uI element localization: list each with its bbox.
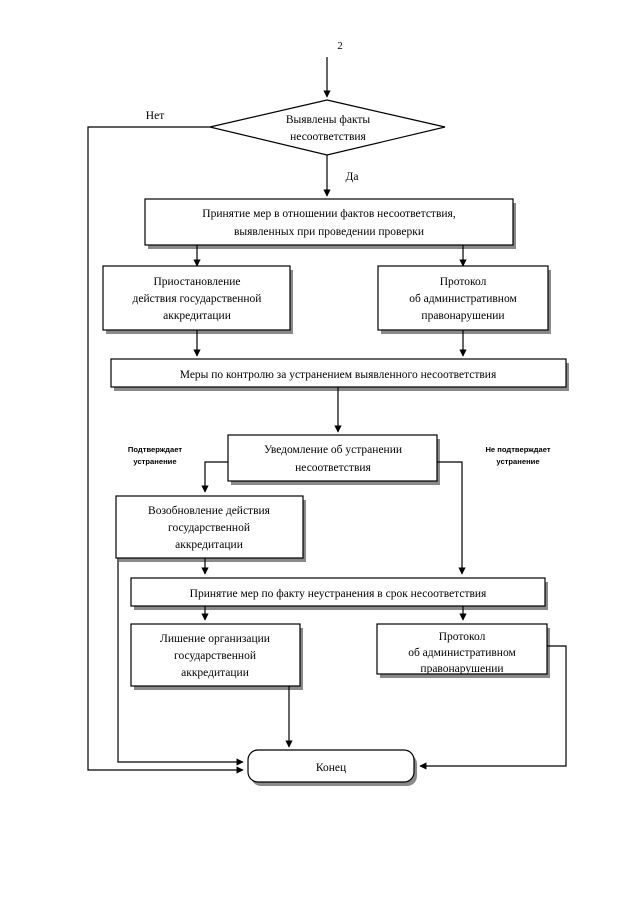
notification-line1: Уведомление об устранении: [264, 444, 402, 456]
protocol-bottom-line3: правонарушении: [420, 663, 503, 675]
control-measures-shape[interactable]: [110, 358, 567, 388]
protocol-bottom-line2: об административном: [408, 647, 516, 659]
protocol-bottom-shape[interactable]: [376, 623, 548, 675]
suspension-accreditation-line3: аккредитации: [163, 310, 231, 322]
side-label-notconfirms-line1: Не подтверждает: [485, 445, 550, 454]
protocol-top-line2: об административном: [409, 293, 517, 305]
protocol-bottom-line1: Протокол: [439, 631, 486, 643]
resumption-line2: государственной: [168, 522, 250, 534]
edge-label-no: Нет: [146, 110, 164, 122]
nonelimination-shape[interactable]: [130, 577, 546, 607]
resumption-shape[interactable]: [115, 495, 304, 559]
suspension-accreditation-line2: действия государственной: [133, 293, 262, 305]
measures-taken-line2: выявленных при проведении проверки: [234, 226, 424, 238]
side-label-confirms-line1: Подтверждает: [128, 445, 182, 454]
protocol-top-line3: правонарушении: [421, 310, 504, 322]
side-label-confirms-line2: устранение: [133, 457, 176, 466]
notification-line2: несоответствия: [295, 462, 371, 474]
connector-notification-to-nonelimination: [437, 461, 466, 575]
decision-nonconformity-shape[interactable]: [209, 99, 446, 156]
measures-taken-shape[interactable]: [144, 198, 514, 246]
deprivation-line3: аккредитации: [181, 667, 249, 679]
resumption-line1: Возобновление действия: [148, 505, 271, 517]
end-terminator-label: Конец: [316, 762, 346, 774]
connector-resumption-to-end: [117, 558, 244, 766]
connector-notification-to-resumption: [201, 461, 228, 493]
end-terminator-shape[interactable]: [247, 749, 415, 783]
nonelimination-line1: Принятие мер по факту неустранения в сро…: [190, 588, 487, 600]
resumption-line3: аккредитации: [175, 539, 243, 551]
deprivation-shape[interactable]: [130, 623, 301, 687]
side-label-notconfirms-line2: устранение: [496, 457, 539, 466]
page-marker: 2: [337, 40, 343, 52]
measures-taken-line1: Принятие мер в отношении фактов несоотве…: [202, 208, 456, 220]
suspension-accreditation-shape[interactable]: [102, 265, 291, 331]
control-measures-line1: Меры по контролю за устранением выявленн…: [180, 369, 497, 381]
decision-nonconformity-line2: несоответствия: [290, 131, 366, 143]
protocol-top-line1: Протокол: [440, 276, 487, 288]
suspension-accreditation-line1: Приостановление: [153, 276, 240, 288]
connector-decision-no-to-end: [87, 126, 244, 774]
deprivation-line1: Лишение организации: [160, 633, 270, 645]
edge-label-yes: Да: [346, 171, 359, 183]
notification-shape[interactable]: [227, 434, 438, 482]
decision-nonconformity-line1: Выявлены факты: [286, 114, 371, 126]
connector-protocol-bottom-to-end: [419, 645, 567, 770]
protocol-top-shape[interactable]: [377, 265, 549, 331]
deprivation-line2: государственной: [174, 650, 256, 662]
